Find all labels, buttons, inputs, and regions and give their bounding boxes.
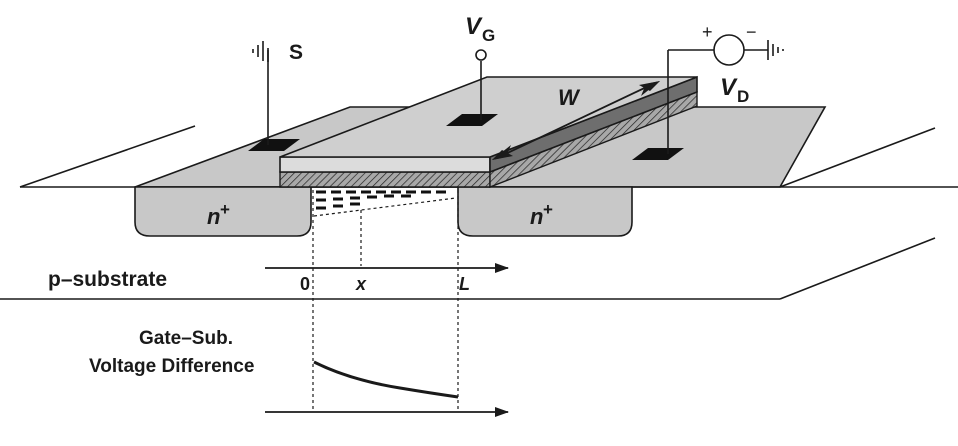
source-n-plus-region	[134, 186, 312, 237]
substrate-label: p–substrate	[48, 268, 167, 291]
axis-zero-label: 0	[300, 274, 310, 294]
drain-region-label: n	[530, 204, 543, 229]
width-arrow	[492, 81, 660, 160]
gate-front-face	[279, 156, 491, 173]
voltage-label-line2: Voltage Difference	[89, 356, 254, 377]
gate-label-sub: G	[482, 26, 495, 45]
drain-region-label-sup: +	[543, 200, 553, 219]
width-label: W	[558, 85, 581, 110]
substrate-outline	[0, 125, 936, 300]
source-contact	[248, 139, 300, 151]
substrate-label-text: p–substrate	[48, 268, 167, 291]
drain-source-minus: −	[746, 22, 757, 42]
source-region-label-sup: +	[220, 200, 230, 219]
voltage-label-line1: Gate–Sub.	[139, 328, 233, 349]
drain-n-plus-region	[457, 186, 633, 237]
channel-charges	[316, 190, 446, 210]
guide-lines	[312, 190, 459, 412]
drain-label-sub: D	[737, 87, 749, 106]
drain-voltage-source	[713, 34, 745, 66]
drain-contact	[632, 148, 684, 160]
drain-source-plus: +	[702, 22, 713, 42]
gate-terminal-circle	[475, 49, 487, 61]
drain-label: V	[720, 74, 738, 101]
source-label: S	[289, 41, 303, 64]
axis-x-label: x	[355, 274, 367, 294]
gate-terminal	[475, 49, 487, 120]
gate-contact	[446, 114, 498, 126]
gate-label: V	[465, 13, 483, 40]
gate-oxide-front	[279, 171, 491, 188]
voltage-curve	[313, 360, 459, 399]
drain-terminal	[667, 34, 784, 154]
source-terminal	[252, 41, 269, 145]
source-region-label: n	[207, 204, 220, 229]
axis-L-label: L	[459, 274, 470, 294]
